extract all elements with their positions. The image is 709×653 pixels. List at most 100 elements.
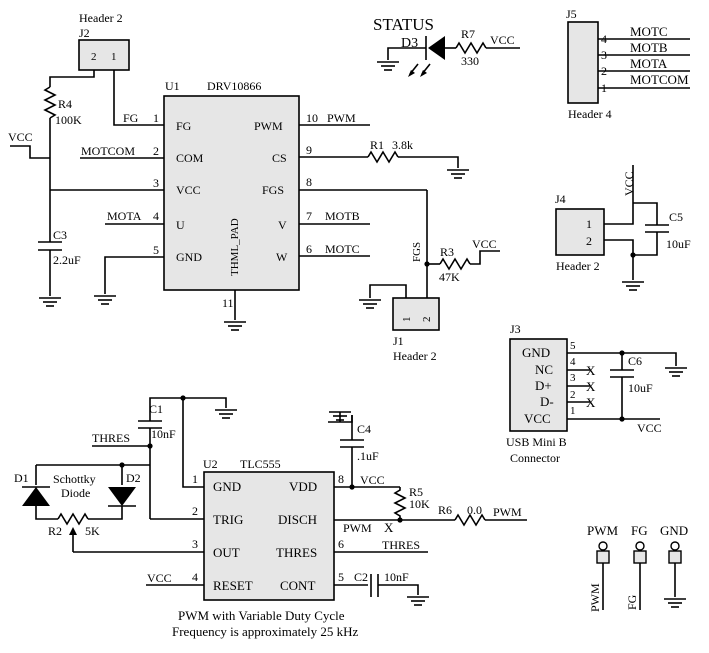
diode-d1 xyxy=(22,487,50,506)
j1-connector xyxy=(392,297,440,331)
u2-pin-thres: THRES xyxy=(276,545,317,560)
j5-connector xyxy=(567,21,599,104)
junction-dot xyxy=(119,462,125,468)
r3-ref: R3 xyxy=(440,245,454,259)
c3-ref: C3 xyxy=(53,228,67,242)
j1-pin-1: 1 xyxy=(401,317,413,323)
u1-pin9-num: 9 xyxy=(306,143,312,157)
r6-ref: R6 xyxy=(438,503,452,517)
r7-net: VCC xyxy=(490,33,515,47)
u2-pin6-num: 6 xyxy=(338,537,344,551)
r7-value: 330 xyxy=(461,54,479,68)
j1-name: Header 2 xyxy=(393,349,437,363)
c1-value: 10nF xyxy=(151,427,176,441)
j5-net-motcom: MOTCOM xyxy=(630,72,689,87)
c5-ref: C5 xyxy=(669,210,683,224)
j3-pin-vcc: VCC xyxy=(524,411,551,426)
u1-pin3-num: 3 xyxy=(153,176,159,190)
junction-dot xyxy=(397,517,403,523)
j3-nc-mark: X xyxy=(586,363,596,378)
u1-pin-pwm: PWM xyxy=(254,119,283,133)
j4-connector xyxy=(555,208,605,256)
j5-net-motb: MOTB xyxy=(630,40,668,55)
status-label: STATUS xyxy=(373,15,434,34)
c2-value: 10nF xyxy=(384,570,409,584)
c4-ref: C4 xyxy=(357,422,371,436)
j3-ref: J3 xyxy=(510,322,521,336)
u2-pin8-num: 8 xyxy=(338,472,344,486)
r5-value: 10K xyxy=(409,497,430,511)
caption-line-1: PWM with Variable Duty Cycle xyxy=(178,608,345,623)
j4-ref: J4 xyxy=(555,192,566,206)
u1-pin1-num: 1 xyxy=(153,111,159,125)
u2-net-pwm: PWM xyxy=(343,521,372,535)
schottky-label-2: Diode xyxy=(61,486,90,500)
u1-pin8-num: 8 xyxy=(306,175,312,189)
diode-d2 xyxy=(108,487,136,506)
testpoint-pwm xyxy=(596,541,610,610)
u2-net-thres: THRES xyxy=(382,538,420,552)
ground-symbol xyxy=(376,61,400,71)
c3-value: 2.2uF xyxy=(53,253,81,267)
resistor-r7 xyxy=(455,41,487,55)
u1-net-motc: MOTC xyxy=(325,242,360,256)
u1-pad-pin: 11 xyxy=(222,296,234,310)
u1-part: DRV10866 xyxy=(207,79,261,93)
ground-symbol xyxy=(664,367,688,377)
r2-ref: R2 xyxy=(48,524,62,538)
j3-pin4-num: 4 xyxy=(570,356,576,368)
j3-pin-dminus: D- xyxy=(540,394,554,409)
resistor-r5 xyxy=(393,487,407,520)
nc-mark: X xyxy=(384,520,394,535)
u1-pin-w: W xyxy=(276,250,288,264)
u2-pin1-num: 1 xyxy=(192,472,198,486)
u1-pin2-num: 2 xyxy=(153,144,159,158)
testpoint-gnd-label: GND xyxy=(660,523,688,538)
u1-pin7-num: 7 xyxy=(306,209,312,223)
u1-pin6-num: 6 xyxy=(306,242,312,256)
testpoint-pwm-net: PWM xyxy=(588,583,602,612)
u2-pin-out: OUT xyxy=(213,545,240,560)
c2-ref: C2 xyxy=(354,570,368,584)
ground-symbol xyxy=(223,321,247,331)
ground-symbol xyxy=(621,281,645,291)
j3-pin3-num: 3 xyxy=(570,372,576,384)
c6-ref: C6 xyxy=(628,354,642,368)
u1-thermal-pad: THML_PAD xyxy=(229,218,241,276)
j3-nc-mark: X xyxy=(586,379,596,394)
u2-ic xyxy=(203,471,335,601)
fgs-net: FGS xyxy=(411,242,423,262)
resistor-r1 xyxy=(367,150,399,164)
u2-pin5-num: 5 xyxy=(338,570,344,584)
testpoint-gnd xyxy=(668,541,682,597)
testpoint-fg-net: FG xyxy=(625,594,639,610)
u2-pin-trig: TRIG xyxy=(213,512,243,527)
u2-pin-reset: RESET xyxy=(213,578,253,593)
j2-title: Header 2 xyxy=(79,11,123,25)
ground-symbol xyxy=(358,299,382,309)
j3-name: USB Mini B xyxy=(506,435,567,449)
d1-ref: D1 xyxy=(14,471,29,485)
j3-pin1-num: 1 xyxy=(570,405,576,417)
led-d3 xyxy=(408,36,445,77)
u1-pin-fg: FG xyxy=(176,119,192,133)
junction-dot xyxy=(630,252,636,258)
resistor-r4 xyxy=(43,86,57,119)
j3-pin5-num: 5 xyxy=(570,340,576,352)
j3-name-2: Connector xyxy=(510,451,560,465)
j5-name: Header 4 xyxy=(568,107,612,121)
j1-pin-2: 2 xyxy=(421,317,433,323)
r4-value: 100K xyxy=(55,113,82,127)
u2-ref: U2 xyxy=(203,457,218,471)
u2-pin-gnd: GND xyxy=(213,479,241,494)
j2-pin-2: 2 xyxy=(91,51,97,63)
u1-pin10-num: 10 xyxy=(306,111,318,125)
j4-pin-2: 2 xyxy=(586,234,592,248)
u1-ref: U1 xyxy=(165,79,180,93)
r7-ref: R7 xyxy=(461,27,475,41)
u1-pin-fgs: FGS xyxy=(262,183,284,197)
resistor-r6 xyxy=(454,513,486,527)
ground-symbol xyxy=(446,169,470,179)
j2-ref: J2 xyxy=(79,26,90,40)
